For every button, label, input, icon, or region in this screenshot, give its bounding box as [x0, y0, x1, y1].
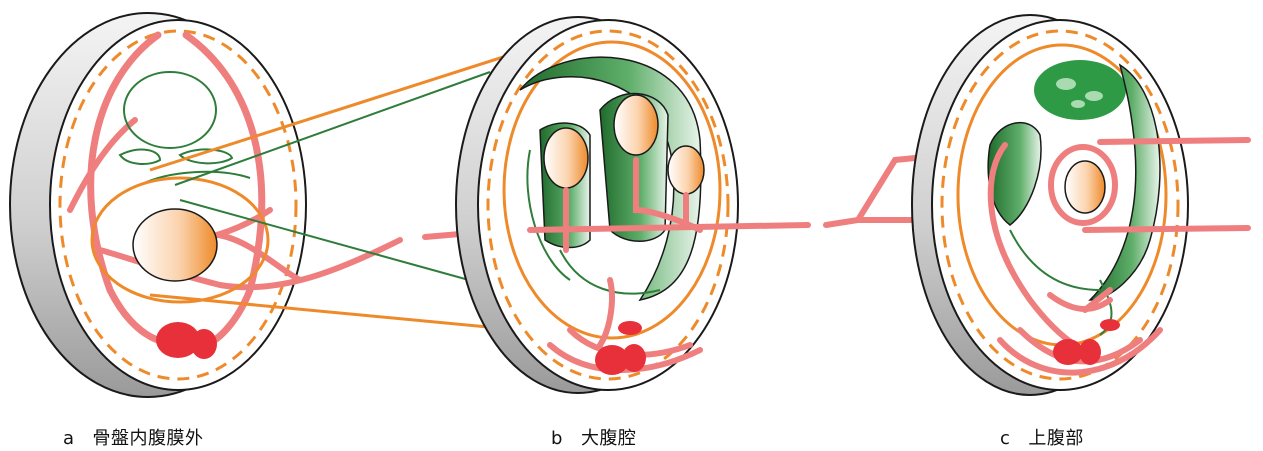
caption-letter-a: a [63, 428, 75, 449]
caption-panel-b: b 大腹腔 [551, 424, 636, 450]
caption-text-b: 大腹腔 [581, 428, 637, 449]
caption-letter-b: b [551, 428, 563, 449]
caption-text-c: 上腹部 [1028, 428, 1084, 449]
panel-c-liver [1034, 60, 1126, 120]
caption-panel-c: c 上腹部 [1000, 424, 1084, 450]
caption-text-a: 骨盤内腹膜外 [93, 428, 204, 449]
caption-panel-a: a 骨盤内腹膜外 [63, 424, 204, 450]
caption-letter-c: c [1000, 428, 1010, 449]
